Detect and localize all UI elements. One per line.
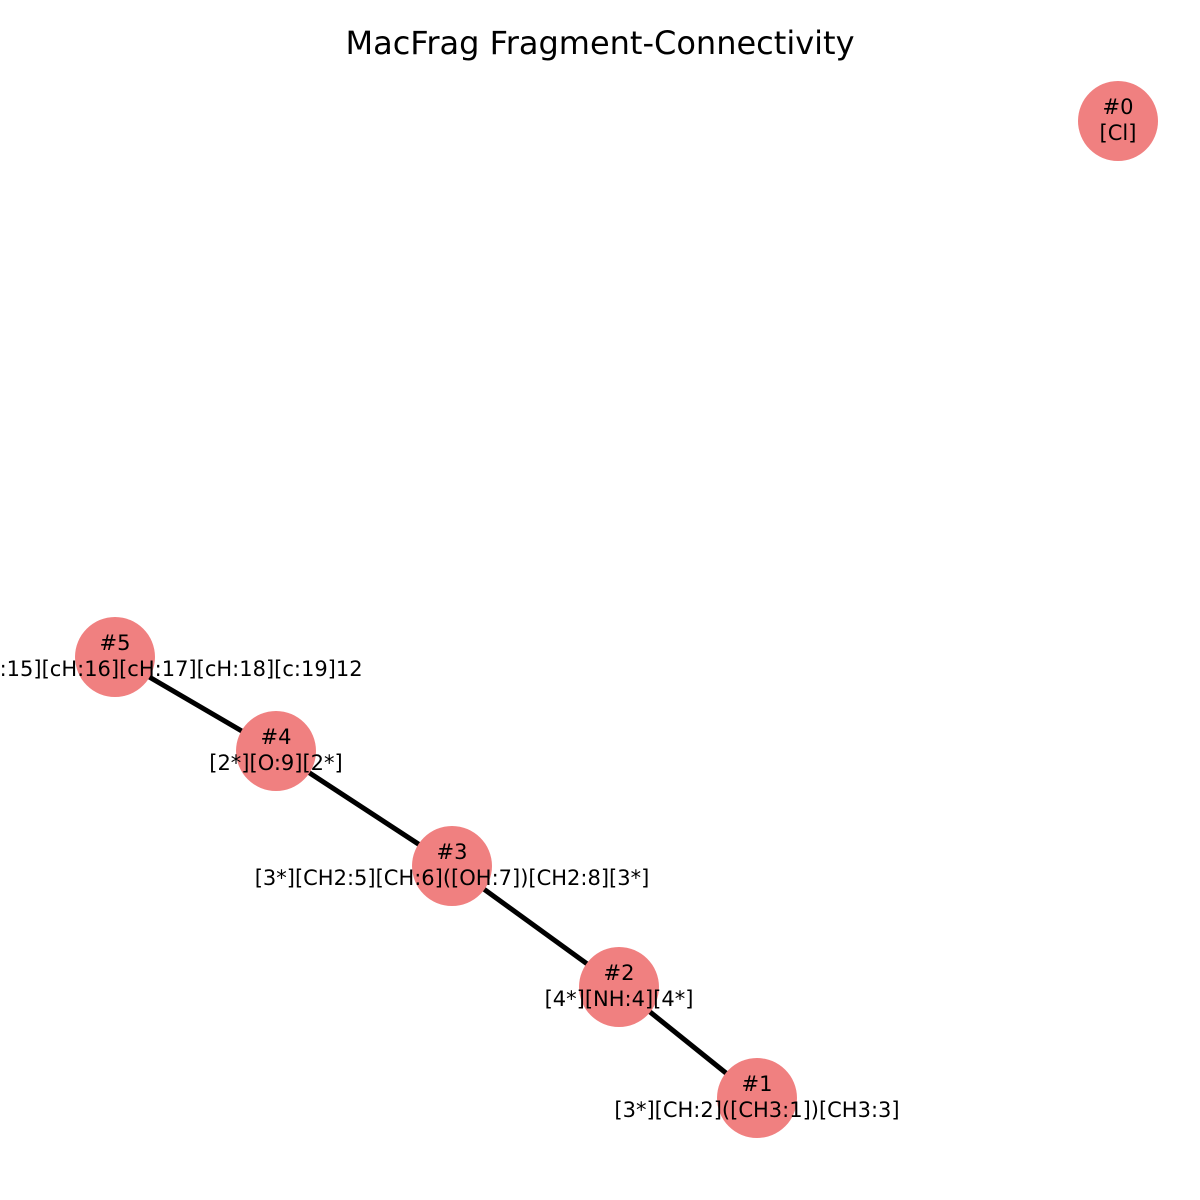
node-1-smiles-label: [3*][CH:2]([CH3:1])[CH3:3]	[614, 1098, 899, 1122]
node-3-smiles-label: [3*][CH2:5][CH:6]([OH:7])[CH2:8][3*]	[255, 866, 650, 890]
node-3	[412, 826, 492, 906]
labels-layer: #0[Cl] #1[3*][CH:2]([CH3:1])[CH3:3] #2[4*]…	[0, 95, 1136, 1122]
node-1	[717, 1058, 797, 1138]
node-2-id-label: #2	[604, 961, 635, 985]
nodes-layer	[75, 81, 1158, 1138]
node-5	[75, 617, 155, 697]
node-0-id-label: #0	[1103, 95, 1134, 119]
node-5-smiles-label: 3][c:14]2[cH:15][cH:16][cH:17][cH:18][c:…	[0, 657, 363, 681]
node-5-id-label: #5	[100, 631, 131, 655]
node-4-smiles-label: [2*][O:9][2*]	[209, 751, 342, 775]
node-0-smiles-label: [Cl]	[1100, 121, 1137, 145]
node-0	[1078, 81, 1158, 161]
node-2-smiles-label: [4*][NH:4][4*]	[545, 987, 694, 1011]
node-4-id-label: #4	[261, 725, 292, 749]
node-4	[236, 711, 316, 791]
node-1-id-label: #1	[742, 1072, 773, 1096]
node-2	[579, 947, 659, 1027]
node-3-id-label: #3	[437, 840, 468, 864]
graph-title: MacFrag Fragment-Connectivity	[345, 24, 854, 62]
